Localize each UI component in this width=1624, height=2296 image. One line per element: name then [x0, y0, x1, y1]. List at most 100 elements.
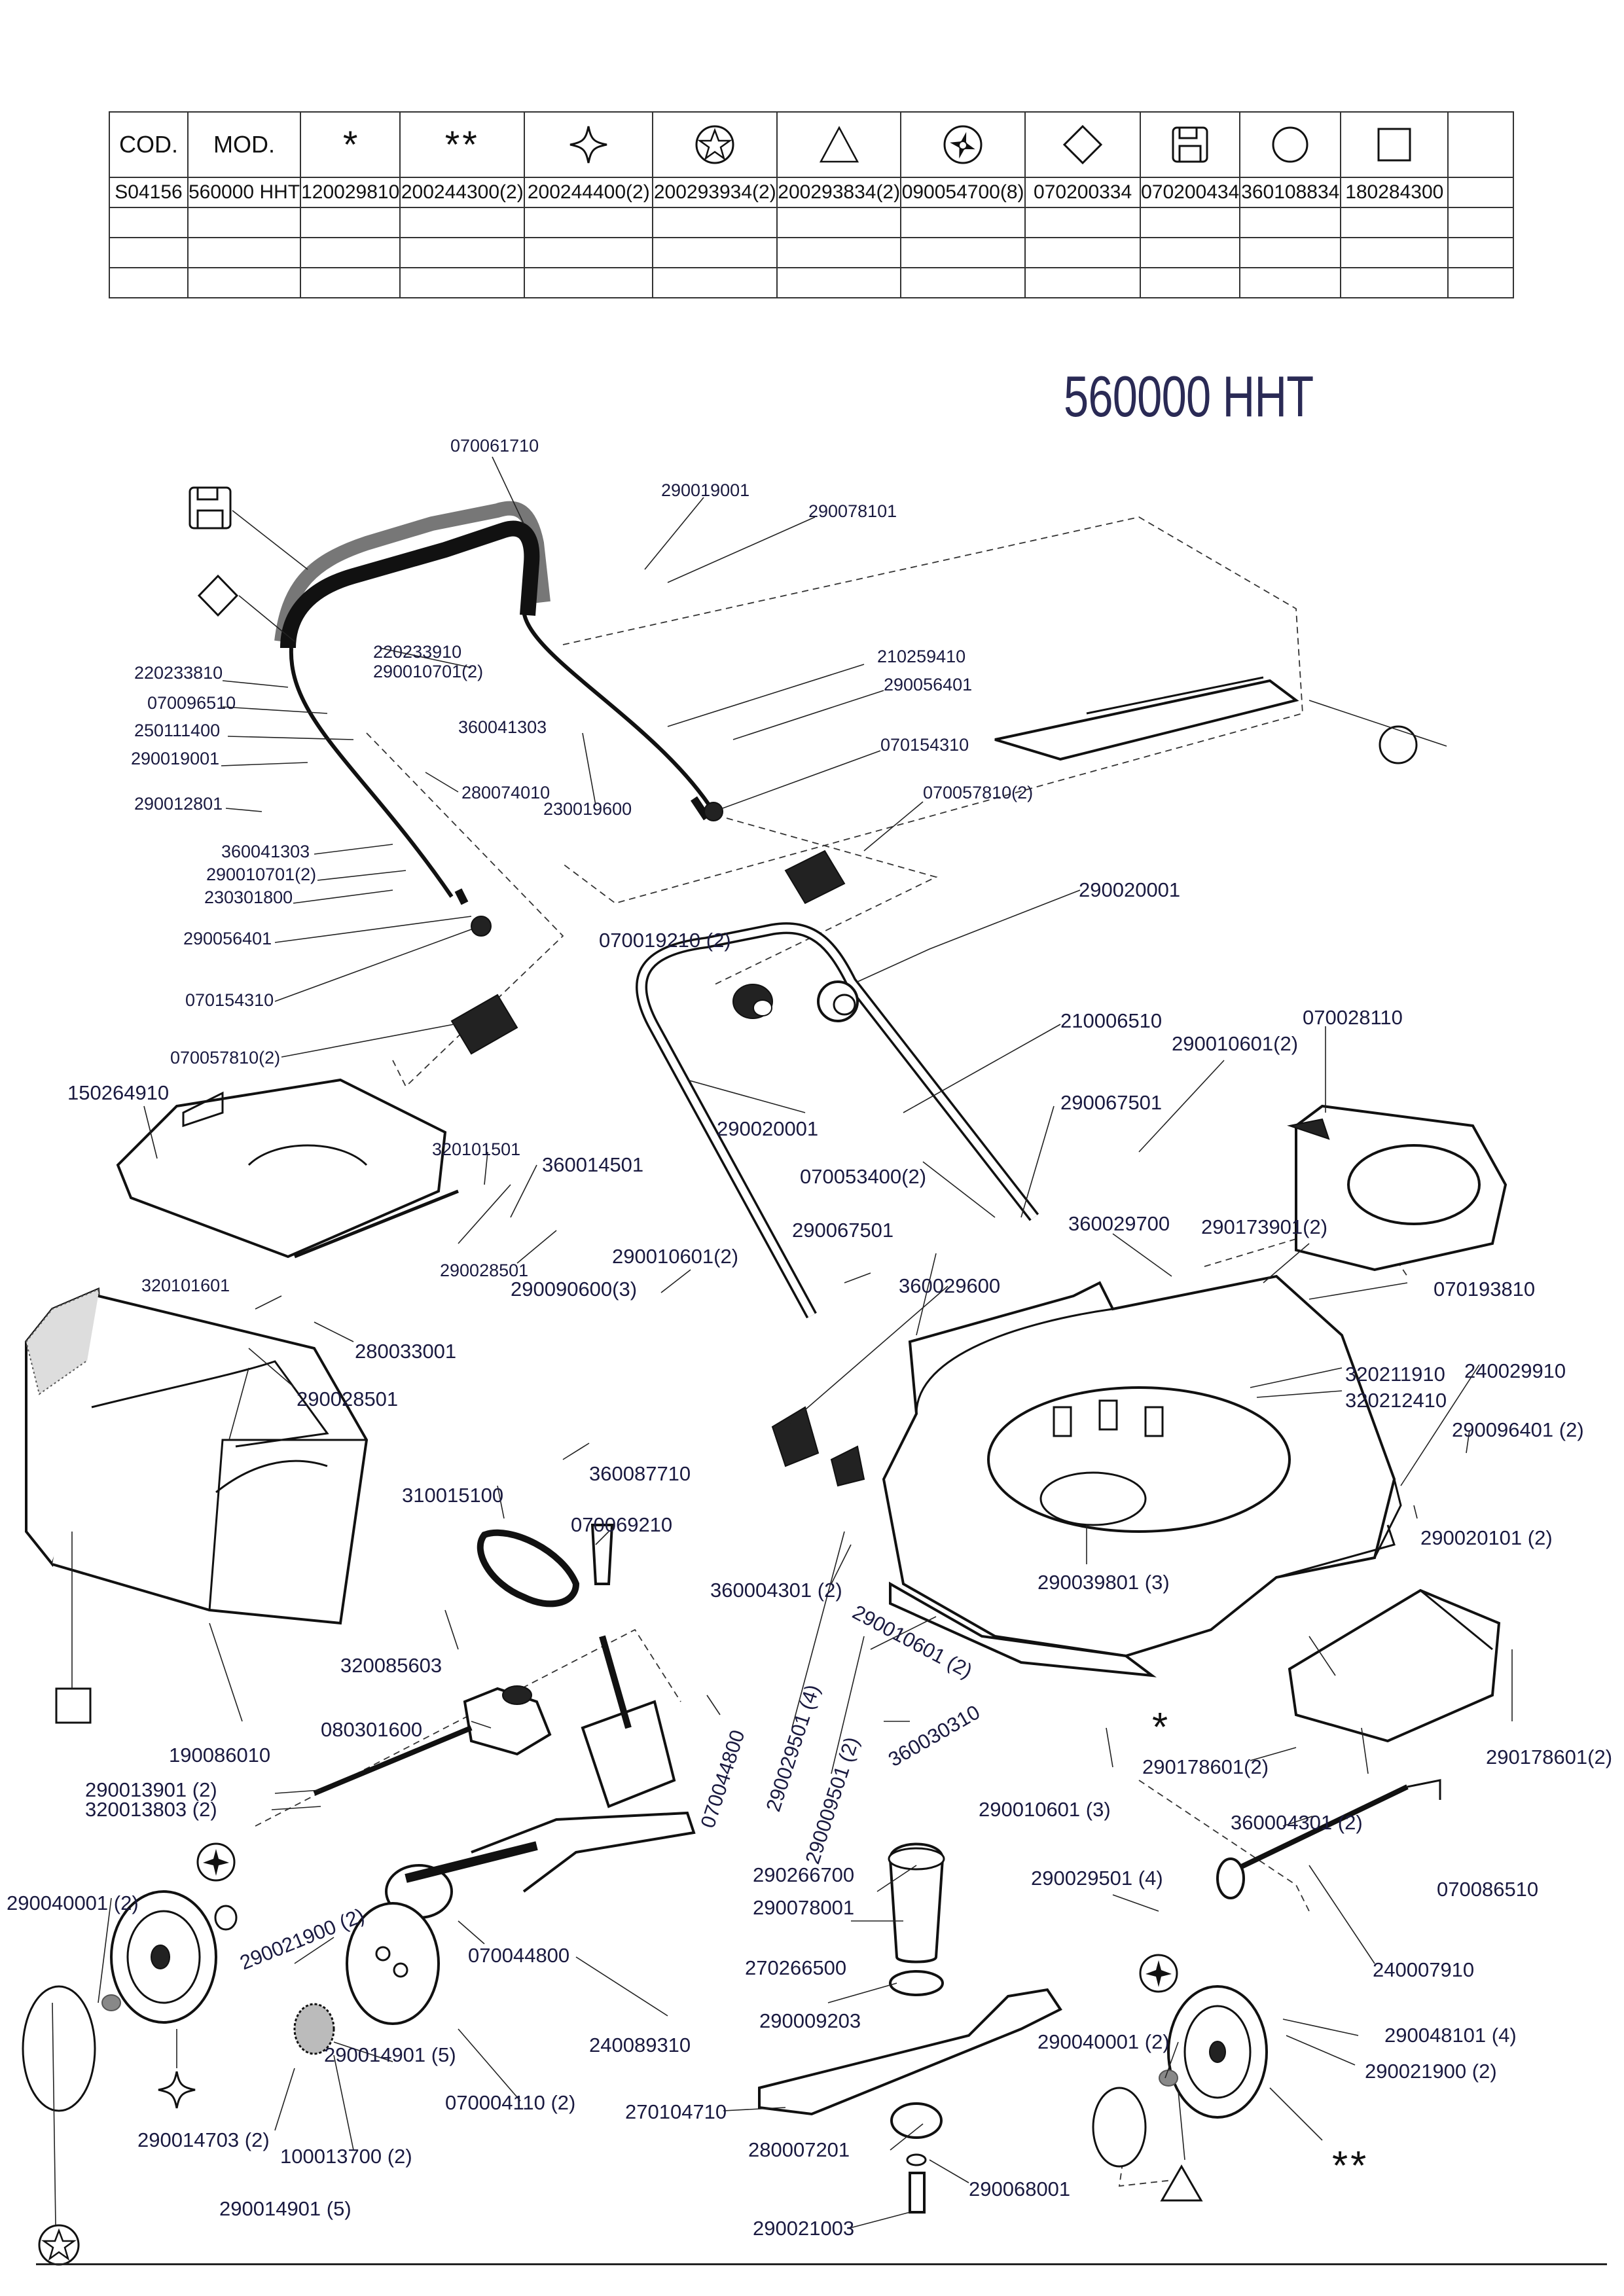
part-label: 280007201 — [748, 2138, 850, 2161]
star-in-circle-icon — [38, 2224, 80, 2266]
part-label: 290090600(3) — [511, 1278, 637, 1300]
part-label: 270266500 — [745, 1956, 846, 1979]
part-label: 360041303 — [458, 717, 547, 737]
part-label: 070053400(2) — [800, 1165, 926, 1188]
part-label: 360041303 — [221, 842, 310, 861]
hub-cap-icon — [196, 1842, 236, 1882]
part-label: 290010701(2) — [373, 662, 483, 681]
grass-bag — [25, 1287, 369, 1625]
part-label: 290014703 (2) — [137, 2128, 270, 2151]
part-label: 190086010 — [169, 1744, 270, 1767]
floppy-disk-icon — [189, 486, 232, 529]
cell-triangle: 200293834(2) — [776, 177, 902, 208]
col-floppy — [1140, 111, 1241, 178]
table-row — [109, 207, 1515, 238]
part-label: 310015100 — [402, 1484, 503, 1507]
part-label: 290266700 — [753, 1863, 854, 1886]
part-label: 290028501 — [440, 1261, 528, 1280]
part-label: 070086510 — [1437, 1878, 1538, 1901]
part-label: 360030310 — [884, 1700, 984, 1771]
cell-diamond: 070200334 — [1024, 177, 1142, 208]
part-label: 320211910 — [1345, 1363, 1445, 1386]
cell-circle: 360108834 — [1239, 177, 1342, 208]
handle-knob — [471, 916, 492, 937]
part-label: 070019210 (2) — [599, 929, 731, 952]
table-row: S04156 560000 HHT 120029810 200244300(2)… — [109, 177, 1515, 208]
rear-flap — [994, 676, 1507, 1272]
cell-star-circle: 200293934(2) — [652, 177, 778, 208]
part-label: 230301800 — [204, 888, 293, 907]
part-label: 290029501 (4) — [761, 1682, 824, 1815]
part-label: 150264910 — [67, 1081, 169, 1104]
col-square — [1340, 111, 1449, 178]
cell-asterisk: 120029810 — [300, 177, 401, 208]
part-label: 290067501 — [792, 1219, 893, 1242]
part-label: 290040001 (2) — [1038, 2030, 1170, 2053]
part-label: 070057810(2) — [923, 783, 1033, 802]
part-label: 290010601(2) — [612, 1245, 738, 1268]
rear-guard — [1288, 1588, 1501, 1743]
asterisk-icon: * — [342, 123, 358, 166]
rear-left-wheel — [22, 1890, 238, 2112]
part-label: 290039801 (3) — [1038, 1571, 1170, 1594]
hub-cap-icon — [943, 125, 983, 164]
part-label: 210006510 — [1060, 1009, 1162, 1032]
part-label: 360029700 — [1068, 1212, 1170, 1235]
part-label: 360029600 — [899, 1274, 1000, 1297]
part-label: 290021003 — [753, 2217, 854, 2240]
part-label: 240007910 — [1373, 1958, 1474, 1981]
part-label: 220233810 — [134, 663, 223, 683]
part-label: 290019001 — [131, 749, 219, 768]
part-labels: 070061710 290019001 290078101 220233810 … — [7, 436, 1612, 2240]
part-label: 290020101 (2) — [1420, 1526, 1553, 1549]
part-label: 320101601 — [141, 1276, 230, 1295]
part-label: 290078001 — [753, 1896, 854, 1919]
part-label: 290096401 (2) — [1452, 1418, 1584, 1441]
part-label: 080301600 — [321, 1718, 422, 1741]
cell-floppy: 070200434 — [1140, 177, 1241, 208]
col-triangle — [776, 111, 902, 178]
square-icon — [55, 1687, 92, 1724]
diamond-icon — [1062, 124, 1103, 165]
part-label: 290019001 — [661, 480, 749, 500]
leader-lines — [52, 456, 1513, 2229]
part-label: 070154310 — [880, 735, 969, 755]
diamond-icon — [197, 574, 239, 617]
floppy-disk-icon — [1172, 126, 1208, 163]
cell-double-asterisk: 200244300(2) — [399, 177, 526, 208]
upper-handle — [274, 501, 723, 937]
part-label: 290078101 — [808, 501, 897, 521]
circle-icon — [1379, 725, 1418, 764]
part-label: 070096510 — [147, 693, 236, 713]
col-mod: MOD. — [187, 111, 302, 178]
col-asterisk: * — [300, 111, 401, 178]
triangle-icon — [819, 126, 859, 163]
col-empty — [1447, 111, 1515, 178]
rear-axle — [1216, 1779, 1441, 1899]
part-label: 290068001 — [969, 2178, 1070, 2200]
part-label: 290010701(2) — [206, 865, 316, 884]
double-asterisk-icon: ** — [1332, 2144, 1369, 2189]
part-label: 070193810 — [1434, 1278, 1535, 1300]
part-label: 320013803 (2) — [85, 1798, 217, 1821]
table-row — [109, 267, 1515, 298]
diagram-symbols: * ** — [38, 486, 1418, 2266]
part-label: 320101501 — [432, 1139, 520, 1159]
circle-icon — [1272, 126, 1308, 163]
col-hub-cap — [900, 111, 1026, 178]
part-label: 070044800 — [468, 1944, 569, 1967]
part-label: 210259410 — [877, 647, 965, 666]
grass-box-lid — [116, 1078, 459, 1259]
star-in-circle-icon — [695, 125, 734, 164]
col-cod: COD. — [109, 111, 189, 178]
cell-four-point-star: 200244400(2) — [524, 177, 654, 208]
mower-deck — [771, 1274, 1402, 1677]
double-asterisk-icon: ** — [444, 123, 480, 166]
part-label: 290040001 (2) — [7, 1892, 139, 1914]
codes-table: COD. MOD. * ** — [109, 111, 1515, 298]
col-star-circle — [652, 111, 778, 178]
part-label: 290009203 — [759, 2009, 861, 2032]
triangle-icon — [1160, 2164, 1203, 2202]
part-label: 290178601(2) — [1486, 1746, 1612, 1768]
col-circle — [1239, 111, 1342, 178]
